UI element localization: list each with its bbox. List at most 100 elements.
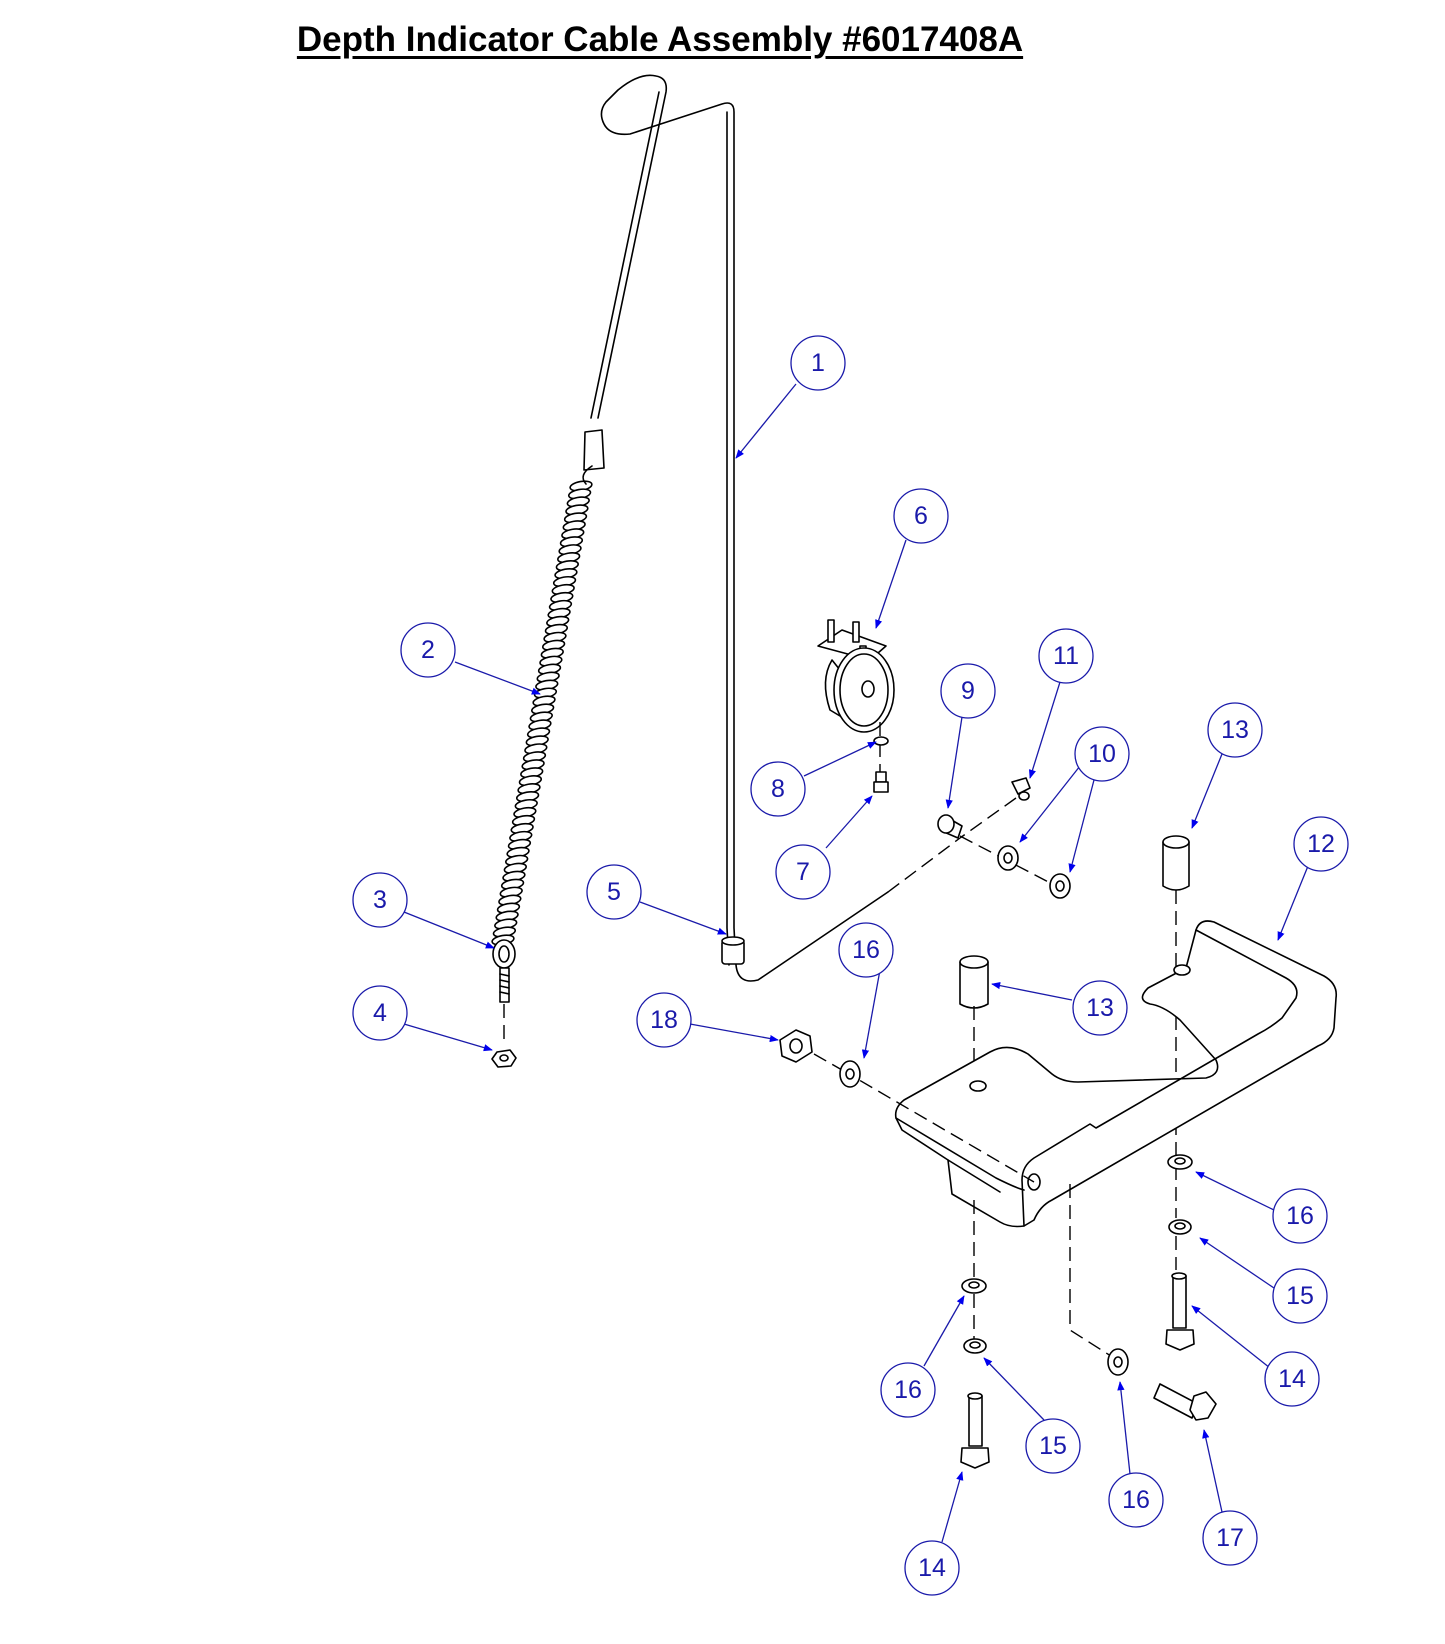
callout-bubble — [940, 663, 996, 719]
callout-bubble — [1074, 726, 1130, 782]
callout-label: 10 — [1088, 740, 1116, 768]
callout-label: 8 — [771, 775, 785, 803]
callout-bubble — [750, 761, 806, 817]
callout-bubble — [400, 622, 456, 678]
callout-leader — [1191, 1305, 1271, 1369]
bolt-14-right — [1165, 1272, 1195, 1351]
pin-9 — [937, 814, 963, 839]
spacer-13-left — [959, 955, 989, 1009]
washer-16-nut — [839, 1060, 861, 1088]
callout-bubble — [775, 844, 831, 900]
washer-8 — [873, 736, 889, 746]
washer-10b — [1049, 873, 1071, 899]
callout-label: 13 — [1221, 716, 1249, 744]
spring-hook — [583, 429, 605, 471]
callout-label: 18 — [650, 1006, 678, 1034]
indicator-rod — [590, 74, 889, 982]
nut-4 — [491, 1049, 517, 1068]
callout-bubble — [1202, 1510, 1258, 1566]
bracket-hole-centerline — [1069, 1184, 1115, 1359]
callout-bubble — [352, 872, 408, 928]
callout-bubble — [1272, 1268, 1328, 1324]
callout-bubble — [904, 1540, 960, 1596]
callout-leader — [403, 911, 495, 949]
callout-bubble — [636, 992, 692, 1048]
callout-label: 5 — [607, 878, 621, 906]
callout-label: 11 — [1053, 642, 1079, 670]
callout-leader — [1195, 1171, 1275, 1211]
callout-leader — [735, 383, 797, 459]
callout-label: 15 — [1039, 1432, 1067, 1460]
callout-leader — [825, 795, 873, 849]
callout-label: 16 — [894, 1376, 922, 1404]
callout-leader — [941, 1471, 964, 1543]
callout-leader — [983, 1357, 1045, 1421]
callout-leader — [861, 969, 881, 1059]
callout-label: 14 — [918, 1554, 946, 1582]
callout-bubble — [352, 985, 408, 1041]
callout-leader — [1199, 1237, 1275, 1289]
washer-10a — [997, 845, 1019, 871]
callout-leader — [1019, 765, 1081, 843]
callout-bubble — [1025, 1418, 1081, 1474]
callout-leader — [1028, 681, 1061, 779]
callout-bubble — [790, 335, 846, 391]
callout-bubble — [1293, 816, 1349, 872]
callout-leader — [1117, 1381, 1131, 1475]
lockwasher-15-left — [963, 1338, 987, 1354]
callout-bubble — [1207, 702, 1263, 758]
callout-bubble — [1072, 980, 1128, 1036]
pulley — [817, 619, 895, 733]
callout-label: 14 — [1278, 1365, 1306, 1393]
spacer-13-right — [1162, 835, 1190, 891]
cable-axis — [887, 837, 961, 893]
washer-16-left — [961, 1278, 987, 1294]
callout-label: 13 — [1086, 994, 1114, 1022]
callout-bubble — [893, 488, 949, 544]
callout-label: 6 — [914, 502, 928, 530]
callout-label: 17 — [1216, 1524, 1244, 1552]
callout-leader — [803, 741, 877, 777]
callout-bubble — [586, 864, 642, 920]
pin-axis — [959, 797, 1017, 839]
bolt-14-left — [960, 1392, 990, 1469]
callout-leader — [1277, 865, 1309, 941]
washer-16-horizontal — [1107, 1348, 1129, 1376]
callout-label: 1 — [811, 349, 825, 377]
bracket — [894, 920, 1338, 1228]
callout-leader — [875, 539, 907, 629]
callout-leader — [689, 1023, 779, 1043]
callout-label: 15 — [1286, 1282, 1314, 1310]
callout-bubble — [1264, 1351, 1320, 1407]
callout-leader — [1068, 779, 1095, 873]
washer-axis — [959, 835, 1061, 889]
spring — [491, 480, 593, 946]
diagram-title: Depth Indicator Cable Assembly #6017408A — [296, 20, 1024, 59]
screw-7 — [873, 771, 889, 793]
callout-label: 16 — [852, 936, 880, 964]
nut-18 — [779, 1029, 813, 1063]
nut-axis — [813, 1053, 843, 1071]
callout-bubble — [1272, 1188, 1328, 1244]
callout-bubble — [880, 1362, 936, 1418]
callout-leader — [991, 982, 1073, 1001]
washer-16-right — [1167, 1154, 1193, 1170]
callout-bubble — [838, 922, 894, 978]
callout-label: 9 — [961, 677, 975, 705]
callout-label: 16 — [1286, 1202, 1314, 1230]
callout-label: 16 — [1122, 1486, 1150, 1514]
eyebolt — [492, 939, 516, 1003]
ferrule — [721, 936, 745, 965]
callout-bubble — [1108, 1472, 1164, 1528]
callout-label: 2 — [421, 636, 435, 664]
spring-hook-end — [582, 465, 593, 485]
callout-label: 12 — [1307, 830, 1335, 858]
callout-leader — [639, 901, 727, 935]
lockwasher-15-right — [1168, 1219, 1192, 1235]
callout-leader — [454, 661, 541, 695]
callout-label: 7 — [796, 858, 810, 886]
callout-bubble — [1038, 628, 1094, 684]
callout-leader — [1191, 753, 1223, 829]
